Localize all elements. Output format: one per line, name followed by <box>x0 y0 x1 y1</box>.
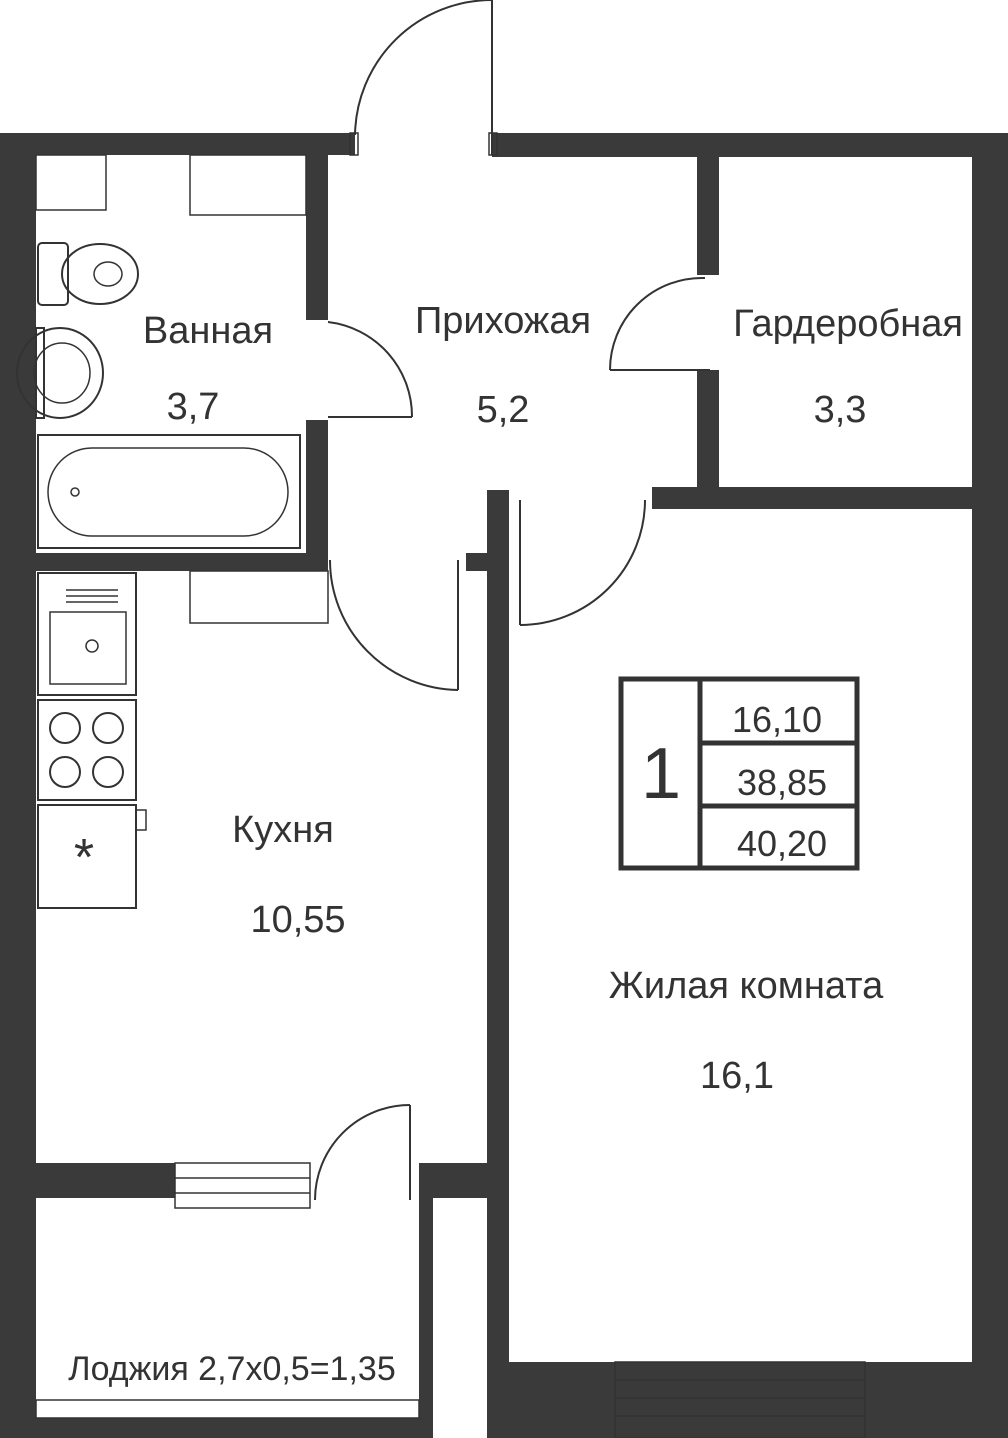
wall-living-bottom <box>509 1362 972 1438</box>
bath-vent-left <box>35 154 107 211</box>
wall-right <box>972 133 1008 1438</box>
wardrobe-area: 3,3 <box>814 389 867 431</box>
wall-hall-wardrobe-lower <box>697 370 719 495</box>
bathroom-area: 3,7 <box>167 386 220 428</box>
burner-1-icon <box>49 712 81 744</box>
wall-hall-wardrobe-upper <box>697 155 719 275</box>
hallway-area: 5,2 <box>477 389 530 431</box>
burner-4-icon <box>92 756 124 788</box>
bath-vent-right <box>189 154 307 216</box>
rooms-count: 1 <box>641 734 681 814</box>
wall-bath-bottom <box>36 553 328 571</box>
total-area-value: 38,85 <box>737 762 827 803</box>
fixtures: * <box>16 242 301 909</box>
toilet-tank <box>37 242 69 306</box>
kitchen-sink <box>37 572 137 696</box>
wall-loggia-right <box>419 1163 433 1438</box>
bathtub <box>37 434 301 549</box>
summary-box: 1 16,10 38,85 40,20 <box>618 676 860 871</box>
sink-bowl <box>16 327 104 419</box>
living-area: 16,1 <box>700 1055 774 1097</box>
living-label: Жилая комната <box>609 965 884 1007</box>
wall-top-left <box>0 133 355 155</box>
fridge <box>37 804 137 909</box>
wall-wardrobe-living <box>652 487 972 509</box>
stove <box>37 699 137 801</box>
wall-stub <box>466 553 509 571</box>
wall-bath-hall-upper <box>306 155 328 320</box>
hallway-label: Прихожая <box>415 300 591 342</box>
wardrobe-label: Гардеробная <box>733 303 963 345</box>
fridge-symbol: * <box>74 829 94 887</box>
wall-bath-hall-lower <box>306 420 328 555</box>
wall-kitchen-loggia-left <box>0 1163 175 1198</box>
wall-loggia-bottom <box>0 1418 433 1438</box>
wall-kitchen-living <box>487 490 509 1170</box>
kitchen-label: Кухня <box>232 809 334 851</box>
sink-base <box>35 327 45 419</box>
wall-top-right <box>492 133 1008 157</box>
bathtub-inner <box>47 447 289 537</box>
wall-living-left-bottom <box>487 1163 509 1438</box>
wall-left <box>0 133 36 1438</box>
walls <box>0 133 1008 1438</box>
total-with-loggia-value: 40,20 <box>737 823 827 864</box>
bathroom-label: Ванная <box>143 310 273 352</box>
burner-2-icon <box>92 712 124 744</box>
kitchen-area: 10,55 <box>250 899 345 941</box>
burner-3-icon <box>49 756 81 788</box>
living-area-value: 16,10 <box>732 699 822 740</box>
living-window <box>614 1361 866 1438</box>
windows <box>35 154 866 1438</box>
loggia-window <box>35 1399 420 1419</box>
loggia-label: Лоджия 2,7х0,5=1,35 <box>68 1350 395 1388</box>
kitchen-window <box>174 1162 311 1209</box>
doors <box>314 0 710 1201</box>
kitchen-shaft <box>189 570 329 624</box>
toilet-bowl <box>61 243 139 305</box>
room-labels: Ванная 3,7 Прихожая 5,2 Гардеробная 3,3 … <box>68 300 963 1388</box>
